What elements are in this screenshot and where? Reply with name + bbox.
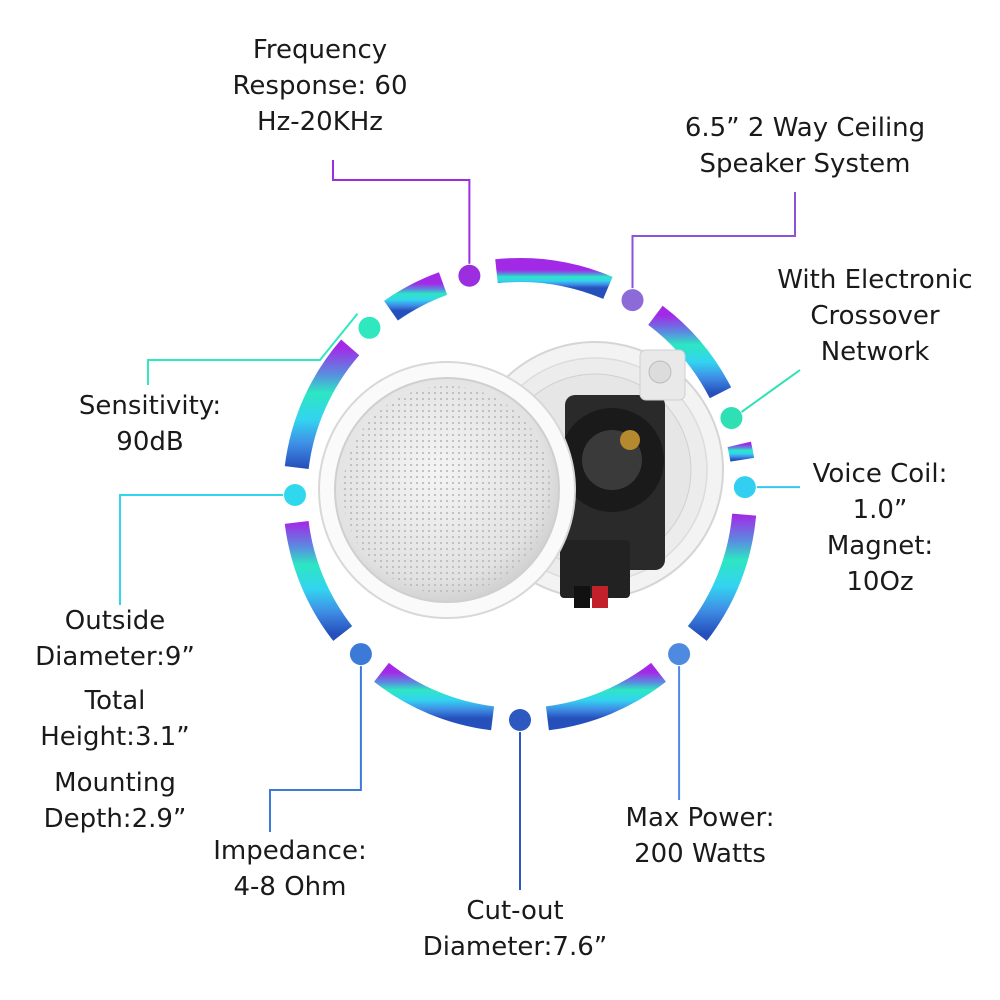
crossover-label-line: Crossover: [810, 301, 940, 331]
crossover-label-line: With Electronic: [777, 265, 973, 295]
frequency-response-label-line: Hz-20KHz: [257, 107, 383, 137]
total-height-label-line: Height:3.1”: [40, 722, 190, 752]
speaker-image: [318, 341, 724, 619]
ring-dot: [284, 484, 306, 506]
ring-segment: [727, 441, 755, 462]
ring-dot: [458, 264, 481, 287]
leader-line: [332, 160, 471, 264]
impedance-label-line: Impedance:: [213, 836, 367, 866]
ring-segment: [545, 662, 666, 731]
ring-segment: [374, 662, 495, 731]
outside-diameter-label-line: Outside: [64, 606, 166, 636]
cutout-diameter-label-line: Diameter:7.6”: [422, 932, 608, 962]
voice-coil-magnet-label-line: Magnet:: [826, 531, 934, 561]
impedance-label-line: 4-8 Ohm: [233, 872, 347, 902]
ring-segment: [648, 305, 732, 399]
impedance-label: Impedance: 4-8 Ohm: [180, 833, 400, 905]
voice-coil-magnet-label-line: 10Oz: [846, 567, 914, 597]
frequency-response-label-line: Frequency: [252, 35, 388, 65]
voice-coil-magnet-label: Voice Coil: 1.0” Magnet: 10Oz: [770, 456, 990, 600]
leader-line: [119, 494, 283, 605]
sensitivity-label-line: Sensitivity:: [78, 391, 222, 421]
ring-segment: [284, 339, 360, 470]
crossover-label-line: Network: [820, 337, 930, 367]
ring-dot: [668, 643, 691, 666]
frequency-response-label-line: Response: 60: [232, 71, 408, 101]
ring-segment: [495, 258, 613, 300]
ring-segment: [384, 272, 448, 321]
system-type-label-line: 6.5” 2 Way Ceiling: [684, 113, 926, 143]
voice-coil-magnet-label-line: 1.0”: [852, 495, 908, 525]
ring-dot: [349, 643, 372, 666]
ring-segment: [284, 520, 353, 641]
sensitivity-label-line: 90dB: [116, 427, 184, 457]
max-power-label: Max Power: 200 Watts: [590, 800, 810, 872]
total-height-label-line: Total: [84, 686, 146, 716]
leader-lines: [119, 160, 801, 890]
max-power-label-line: Max Power:: [625, 803, 775, 833]
gradient-ring: [284, 258, 757, 731]
max-power-label-line: 200 Watts: [634, 839, 766, 869]
voice-coil-magnet-label-line: Voice Coil:: [812, 459, 948, 489]
ring-dot: [733, 476, 756, 499]
sensitivity-label: Sensitivity: 90dB: [40, 388, 260, 460]
ring-dot: [509, 709, 531, 731]
ring-dot: [720, 407, 743, 430]
system-type-label-line: Speaker System: [699, 149, 911, 179]
cutout-diameter-label-line: Cut-out: [466, 896, 564, 926]
outside-diameter-label-line: Diameter:9”: [35, 642, 195, 672]
ring-segment: [687, 513, 757, 641]
ring-dot: [358, 316, 381, 339]
ring-dots: [284, 264, 756, 731]
ring-dot: [621, 289, 644, 312]
mounting-depth-label-line: Depth:2.9”: [43, 804, 187, 834]
leader-line: [269, 666, 362, 832]
mounting-depth-label-line: Mounting: [54, 768, 176, 798]
leader-line: [740, 369, 801, 413]
leader-line: [147, 313, 359, 385]
leader-line: [631, 192, 796, 289]
speaker-front-grille: [318, 361, 576, 619]
